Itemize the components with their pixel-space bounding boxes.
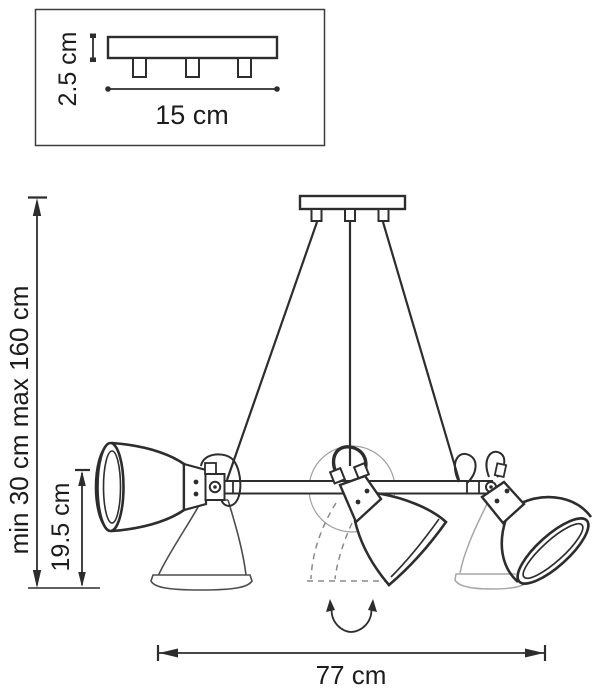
- rotation-arrow-icon: [326, 599, 377, 633]
- arrow-down-icon: [32, 570, 42, 588]
- center-lamp-shade: [353, 491, 448, 587]
- left-lamp-cable-loop: [200, 453, 242, 507]
- alternate-position-dashed-outline: [307, 502, 392, 582]
- canopy-width-label: 15 cm: [155, 100, 229, 130]
- lamp-height-label: 19.5 cm: [47, 482, 75, 572]
- suspension-height-label: min 30 cm max 160 cm: [4, 285, 34, 555]
- arrow-left-icon: [159, 648, 178, 658]
- arrow-up-icon: [32, 198, 42, 216]
- left-lamp-head: [94, 441, 242, 533]
- canopy-side-view: [106, 35, 279, 60]
- canopy-detail-inset: [34, 8, 326, 147]
- arrow-up-icon: [78, 471, 86, 486]
- fixture-width-label: 77 cm: [315, 660, 387, 690]
- right-lamp-head: [453, 450, 593, 585]
- canopy-thickness-label: 2.5 cm: [54, 31, 82, 107]
- arrow-down-icon: [78, 572, 86, 587]
- right-lamp-shade-rim: [516, 517, 590, 585]
- arrow-right-icon: [525, 648, 544, 658]
- right-lamp-cable-loop: [453, 452, 477, 484]
- dimension-fixture-width: [156, 645, 547, 661]
- dimension-suspension-height: [28, 196, 100, 589]
- dimension-lamp-height: [75, 468, 90, 587]
- ceiling-plate: [298, 194, 407, 222]
- suspension-wires: [225, 221, 461, 481]
- center-lamp-head: [328, 445, 448, 587]
